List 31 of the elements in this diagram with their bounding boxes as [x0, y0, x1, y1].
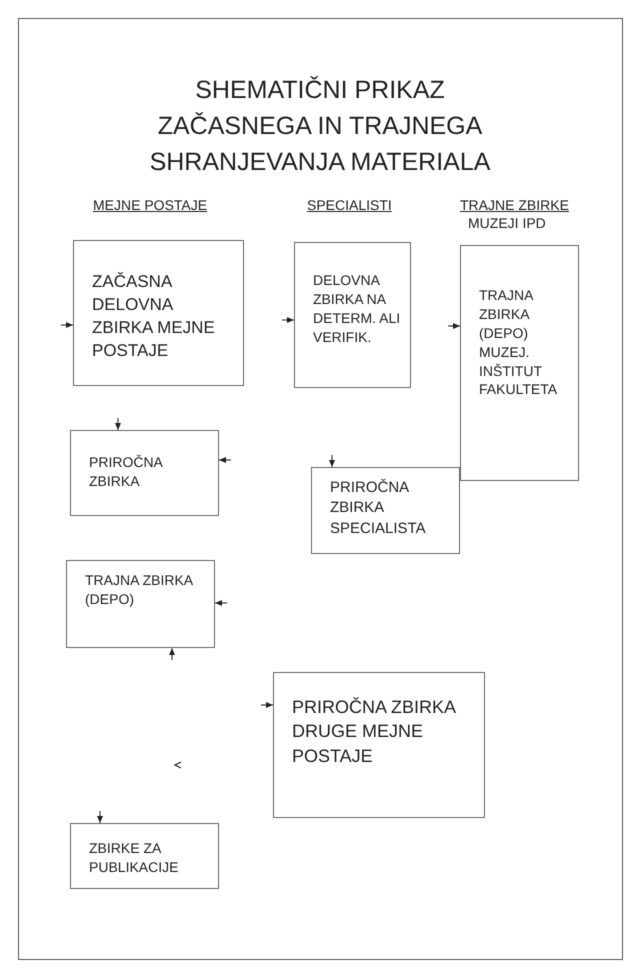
box-text: PRIROČNA ZBIRKA DRUGE MEJNE POSTAJE [292, 696, 457, 768]
arrow [214, 600, 228, 606]
box-text: ZBIRKE ZA PUBLIKACIJE [89, 839, 180, 877]
box-text: TRAJNA ZBIRKA (DEPO) MUZEJ. INŠTITUT FAKULTETA [479, 286, 558, 400]
process-box [294, 242, 411, 388]
arrow [260, 702, 274, 708]
process-box [460, 245, 579, 481]
arrow [169, 648, 175, 660]
column-heading: MUZEJI IPD [468, 215, 546, 232]
box-text: DELOVNA ZBIRKA NA DETERM. ALI VERIFIK. [313, 271, 402, 347]
process-box [273, 672, 485, 818]
process-box [70, 430, 219, 516]
title: SHEMATIČNI PRIKAZ ZAČASNEGA IN TRAJNEGA SHRANJEVANJA MATERIALA [148, 75, 492, 178]
process-box [73, 240, 244, 386]
box-text: PRIROČNA ZBIRKA SPECIALISTA [330, 478, 427, 538]
process-box [70, 823, 219, 889]
process-box [311, 467, 460, 554]
box-text: PRIROČNA ZBIRKA [89, 453, 164, 491]
arrow [115, 418, 121, 430]
arrow [97, 810, 103, 824]
process-box [66, 560, 215, 648]
column-heading: SPECIALISTI [307, 197, 392, 214]
column-heading: MEJNE POSTAJE [93, 197, 208, 214]
arrow [448, 323, 460, 329]
arrow [329, 454, 335, 468]
arrow [60, 322, 74, 328]
column-heading: TRAJNE ZBIRKE [460, 197, 569, 214]
box-text: TRAJNA ZBIRKA (DEPO) [85, 571, 194, 609]
arrow [218, 457, 232, 463]
arrow [282, 317, 294, 323]
box-text: ZAČASNA DELOVNA ZBIRKA MEJNE POSTAJE [92, 271, 216, 362]
